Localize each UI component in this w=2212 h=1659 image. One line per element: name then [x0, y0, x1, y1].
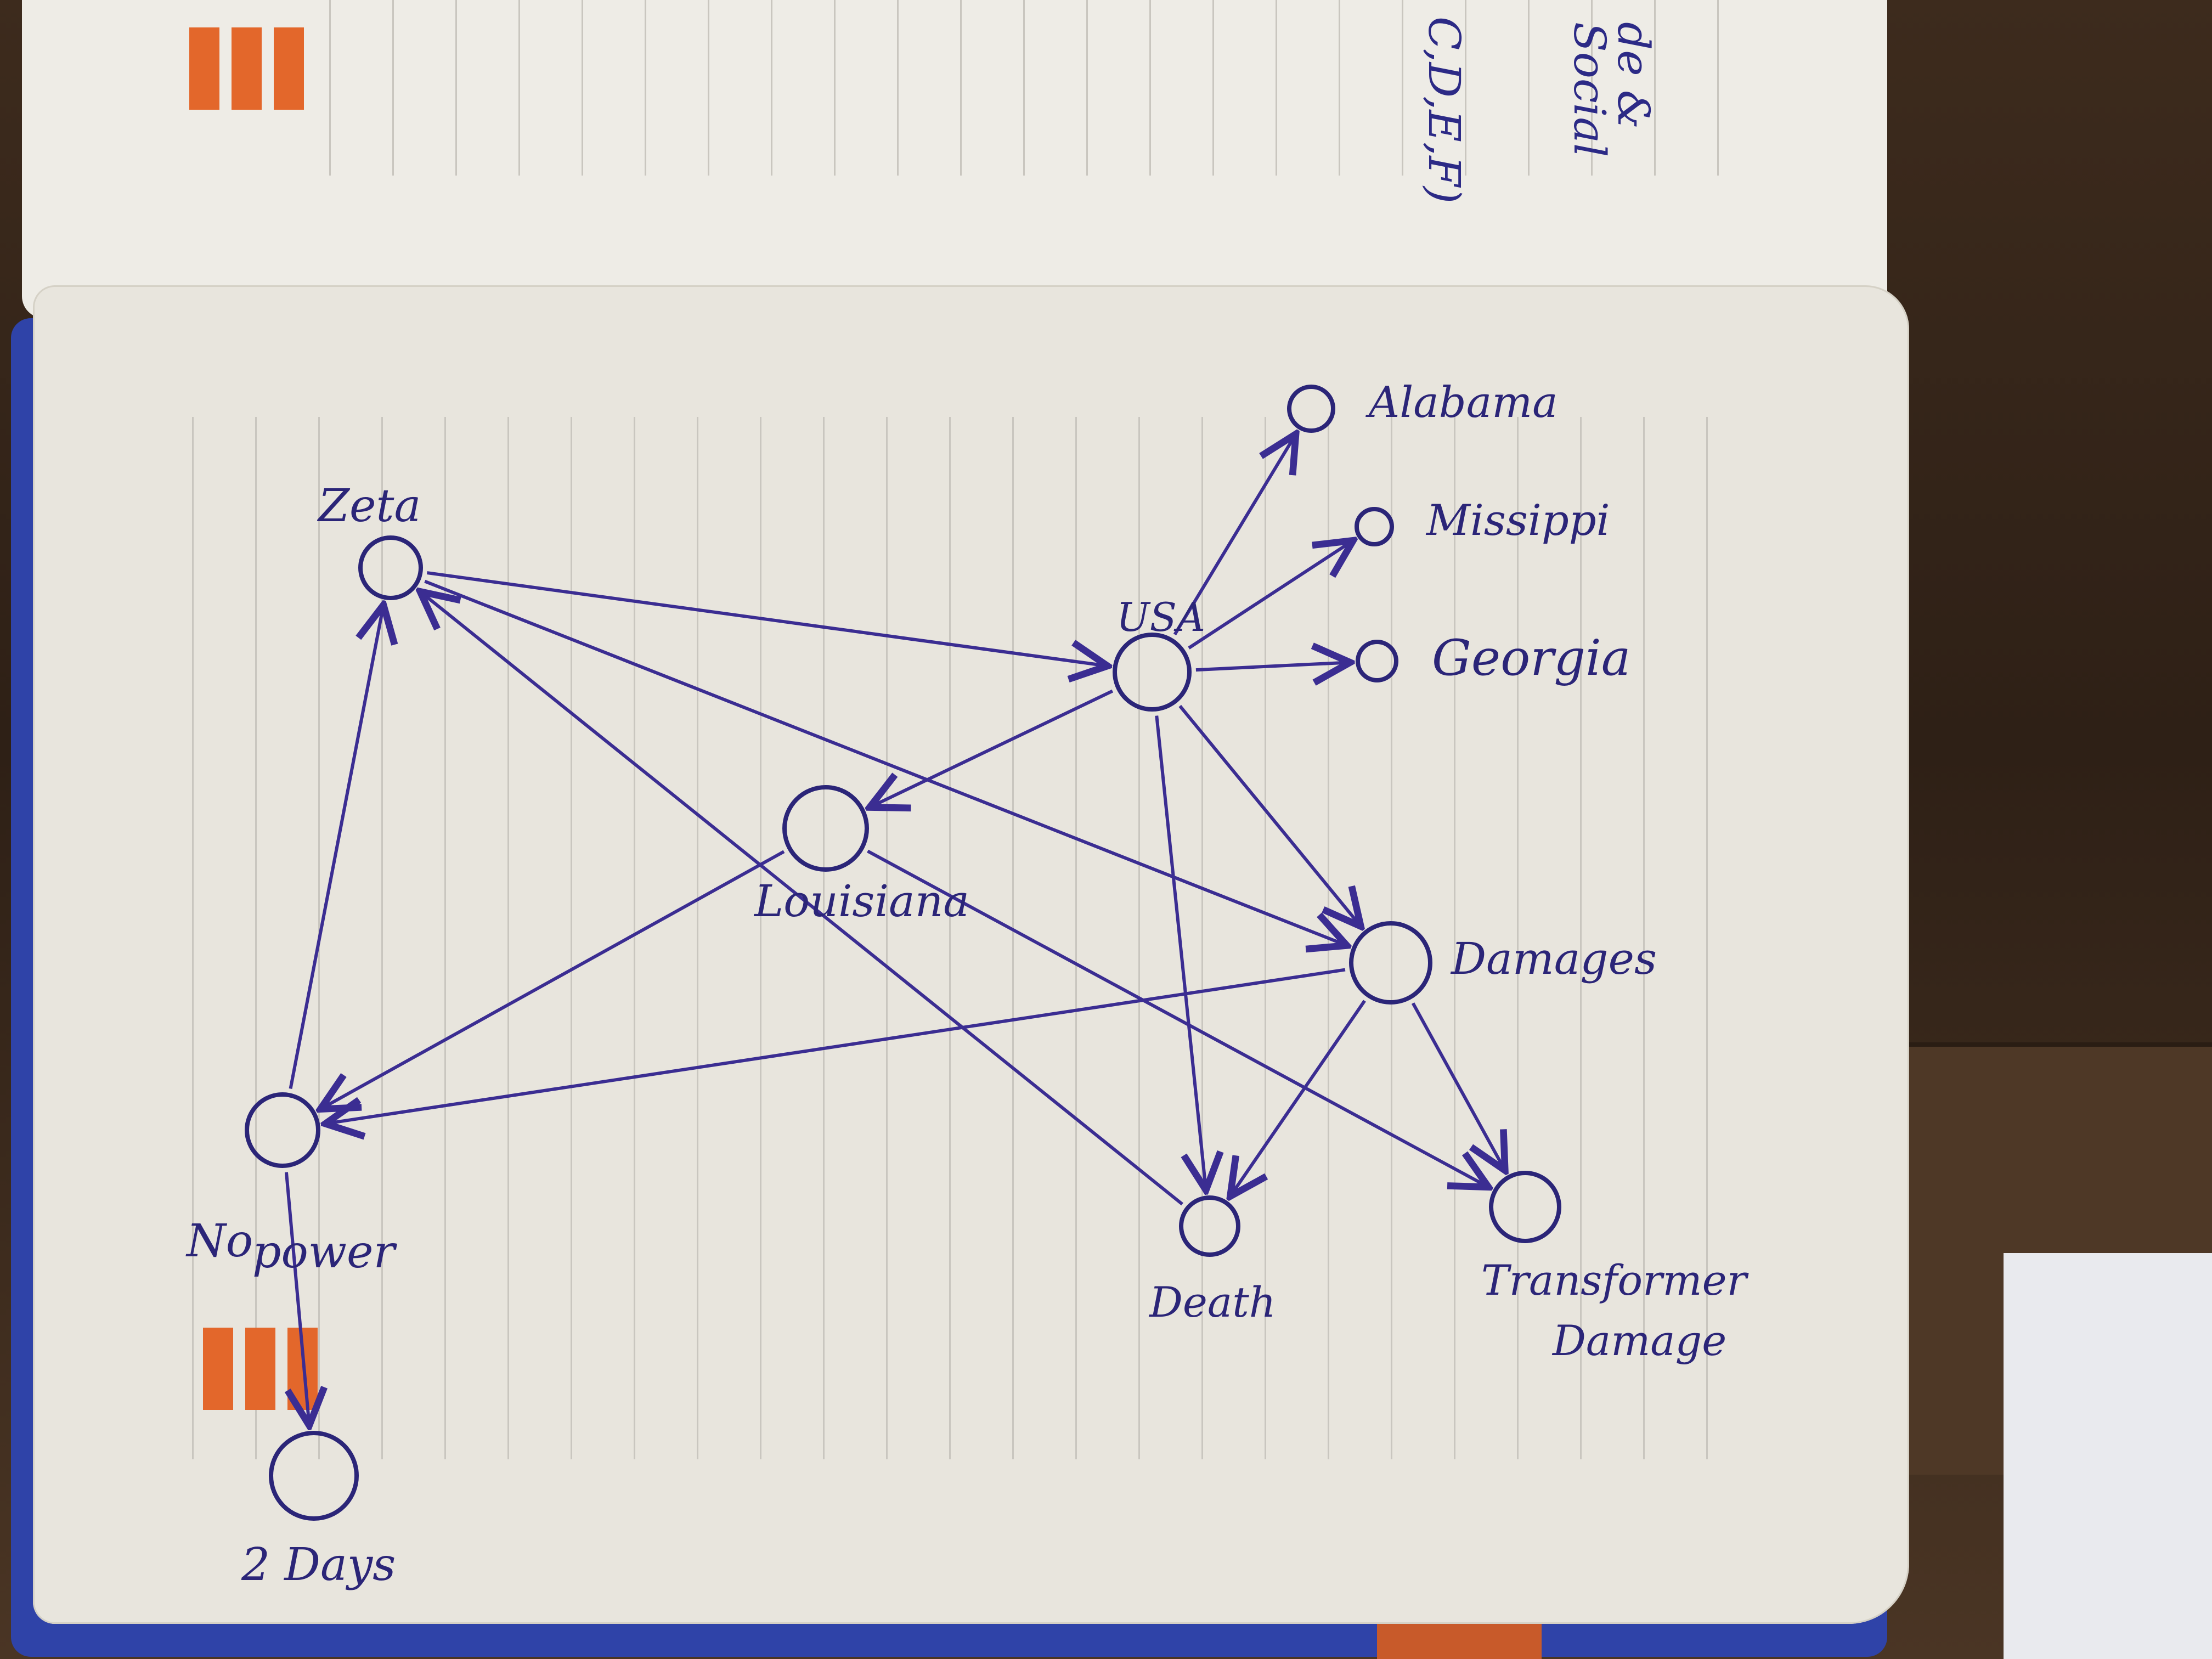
ruled-line-top-page [455, 0, 457, 176]
node-georgia [1356, 640, 1398, 682]
ruled-line [192, 417, 194, 1459]
orange-stripe-mark-top [189, 27, 304, 110]
ruled-line-top-page [1402, 0, 1403, 176]
ruled-line-top-page [1591, 0, 1593, 176]
node-two_days [269, 1431, 359, 1521]
top-note-line-1: de & [1608, 22, 1659, 129]
ruled-line-top-page [1465, 0, 1466, 176]
ruled-line [1012, 417, 1014, 1459]
ruled-line-top-page [1654, 0, 1656, 176]
node-transformer_damage [1489, 1171, 1561, 1243]
ruled-line-top-page [1086, 0, 1088, 176]
edge-usa-to-georgia [1195, 662, 1350, 670]
node-label-damages: Damages [1450, 933, 1657, 984]
ruled-line [1643, 417, 1645, 1459]
ruled-line-top-page [708, 0, 709, 176]
white-paper-corner [2004, 1253, 2212, 1659]
edge-usa-to-louisiana [870, 689, 1114, 808]
node-louisiana [782, 785, 869, 872]
notebook-main-page [33, 285, 1909, 1624]
ruled-line [507, 417, 509, 1459]
notebook-top-page [22, 0, 1887, 318]
ruled-line-top-page [834, 0, 836, 176]
ruled-line-top-page [1276, 0, 1277, 176]
node-zeta [358, 535, 423, 600]
node-death [1179, 1195, 1240, 1257]
ruled-line-top-page [329, 0, 331, 176]
node-label-death: Death [1148, 1278, 1276, 1327]
node-label-mississippi: Missippi [1425, 496, 1610, 545]
edge-usa-to-death [1155, 715, 1206, 1190]
edge-damages-to-transformer_damage [1411, 1002, 1505, 1171]
ruled-line [760, 417, 761, 1459]
edge-zeta-to-damages [424, 579, 1347, 946]
ruled-line [1517, 417, 1519, 1459]
edge-usa-to-damages [1178, 704, 1361, 927]
ruled-line-top-page [897, 0, 899, 176]
node-usa [1113, 633, 1192, 712]
ruled-line [634, 417, 635, 1459]
node-label-georgia: Georgia [1432, 629, 1630, 687]
ruled-line-top-page [1339, 0, 1340, 176]
top-note-line-2: Social [1564, 22, 1615, 157]
node-label-two_days: 2 Days [241, 1539, 396, 1591]
ruled-line [949, 417, 951, 1459]
node-alabama [1287, 385, 1335, 433]
ruled-line-top-page [1717, 0, 1719, 176]
node-label-louisiana: Louisiana [753, 876, 969, 927]
ruled-line-top-page [582, 0, 583, 176]
node-mississippi [1355, 507, 1394, 546]
edge-usa-to-alabama [1173, 434, 1296, 636]
ruled-line [1138, 417, 1140, 1459]
edge-death-to-zeta [420, 591, 1183, 1206]
ruled-line [1265, 417, 1266, 1459]
node-label-zeta: Zeta [317, 480, 421, 532]
edge-damages-to-death [1230, 1000, 1366, 1196]
edge-no_power-to-two_days [286, 1172, 309, 1426]
edge-damages-to-no_power [325, 968, 1346, 1124]
node-damages [1349, 921, 1432, 1005]
ruled-line [381, 417, 383, 1459]
ruled-line-top-page [518, 0, 520, 176]
ruled-line [255, 417, 257, 1459]
graph-edges [286, 434, 1505, 1425]
node-label-usa: USA [1116, 594, 1205, 640]
ruled-line [1454, 417, 1455, 1459]
top-note-line-3: C,D,E,F) [1419, 16, 1470, 204]
ruled-line [1706, 417, 1708, 1459]
edge-louisiana-to-transformer_damage [867, 849, 1489, 1187]
edge-louisiana-to-no_power [320, 850, 785, 1109]
ruled-line-top-page [1149, 0, 1151, 176]
ruled-line [1391, 417, 1392, 1459]
edge-zeta-to-usa [426, 571, 1107, 666]
ruled-line-top-page [1528, 0, 1530, 176]
ruled-line [1075, 417, 1077, 1459]
node-no_power [245, 1092, 320, 1168]
node-label-no_power: Nopower [185, 1215, 398, 1278]
ruled-line-top-page [771, 0, 772, 176]
ruled-line [886, 417, 888, 1459]
top-page-notes: de & Social C,D,E,F) [1419, 16, 1659, 204]
ruled-line-top-page [1023, 0, 1025, 176]
ruled-line [444, 417, 446, 1459]
ruled-line-top-page [960, 0, 962, 176]
ruled-line [1201, 417, 1203, 1459]
ruled-line [1580, 417, 1582, 1459]
node-label-alabama: Alabama [1365, 378, 1558, 427]
edge-usa-to-mississippi [1188, 540, 1353, 650]
ruled-line-top-page [645, 0, 646, 176]
ruled-line [571, 417, 572, 1459]
ruled-line [697, 417, 698, 1459]
edge-no_power-to-zeta [289, 605, 383, 1089]
ruled-line [823, 417, 825, 1459]
ruled-line-top-page [1212, 0, 1214, 176]
ruled-line-top-page [392, 0, 394, 176]
